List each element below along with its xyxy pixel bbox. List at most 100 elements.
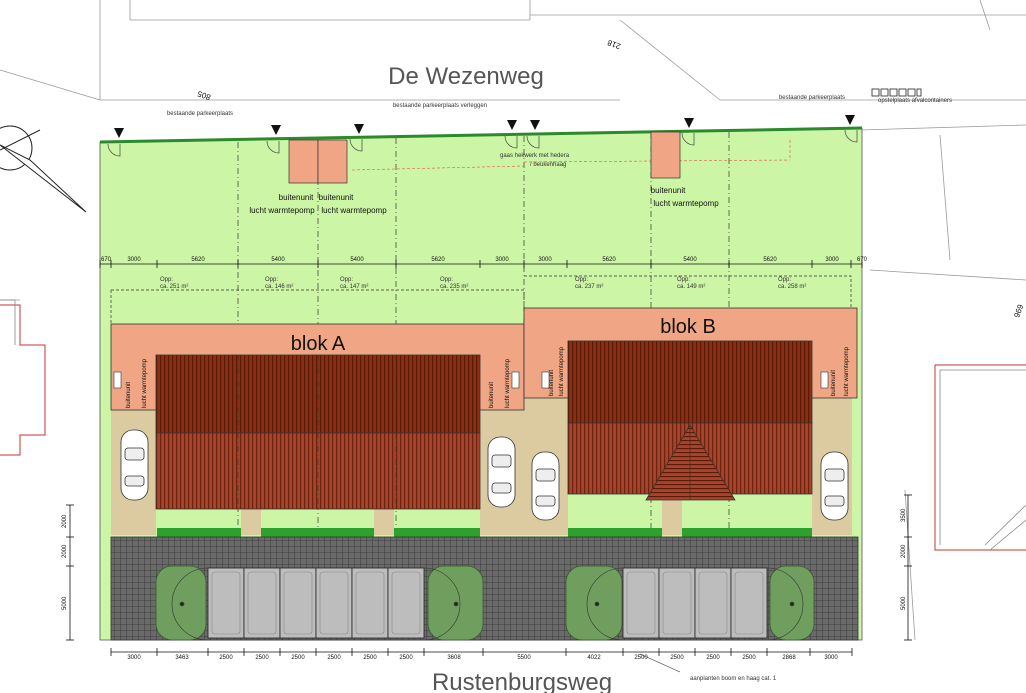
tree-icons [155,565,815,641]
bottom-dim-8: 2500 [399,655,413,661]
bottom-dim-7: 2500 [363,655,377,661]
unit-label-2a: buitenunit [319,193,354,202]
top-dim-9: 5620 [602,257,616,263]
parking-bays [207,567,768,639]
bottom-dim-17: 3000 [824,655,838,661]
vlabel-b-right-2: lucht warmtepomp [844,346,850,396]
top-dim-6: 5620 [431,257,445,263]
bay-inner [211,571,764,635]
parking-note-left: bestaande parkeerplaats [167,111,233,117]
vlabel-b-left-2: lucht warmtepomp [559,346,565,396]
bottom-dim-14: 2500 [706,655,720,661]
vlabel-a-right-2: lucht warmtepomp [505,358,511,408]
house-number-mid: 218 [606,38,622,51]
tree-icon-2 [427,565,484,641]
top-dim-7: 3000 [495,257,509,263]
vlabel-b-right-1: buitenunit [831,370,837,396]
gate-arcs [107,129,858,157]
plot-area-boundaries [110,275,852,324]
house-number-left: 805 [196,89,212,102]
top-dim-1: 670 [101,257,112,263]
hedge-note-2: / beukenhaag [530,162,566,168]
left-dim-3: 5000 [62,596,68,610]
unit-boxes [113,371,829,389]
top-dim-4: 5400 [271,257,285,263]
plot-3-label: Opp: [340,277,353,283]
plot-2-label: Opp: [265,277,278,283]
bottom-dim-9: 3608 [447,655,461,661]
vlabel-b-left-1: buitenunit [549,370,555,396]
block-a-label: blok A [291,333,346,355]
street-name-north: De Wezenweg [388,63,544,90]
top-dim-8: 3000 [538,257,552,263]
unit-label-1b: lucht warmtepomp [249,206,315,215]
plot-6-area: ca. 149 m² [677,284,705,290]
tree-icon-3 [565,565,623,641]
waste-containers-icon [871,88,922,97]
right-dim-3: 5000 [901,596,907,610]
bottom-dim-13: 2500 [670,655,684,661]
tree-icon-4 [769,565,815,641]
plot-4-label: Opp: [440,277,453,283]
neighbour-building-right [934,364,1026,551]
top-dim-12: 3000 [825,257,839,263]
bay-door-arcs [171,567,804,641]
house-number-right: 696 [1012,303,1025,319]
containers-note: opstelplaats afvalcontainers [878,98,952,104]
bottom-dim-4: 2500 [255,655,269,661]
plot-7-area: ca. 258 m² [778,284,806,290]
tree-icon-1 [155,565,207,641]
left-dim-1: 2000 [62,514,68,528]
bottom-dim-11: 4022 [587,655,601,661]
top-dim-13: 670 [857,257,868,263]
vlabel-a-left-2: lucht warmtepomp [142,358,148,408]
vlabel-a-left-1: buitenunit [126,382,132,408]
bottom-dim-15: 2500 [742,655,756,661]
vertical-unit-labels: buitenunit lucht warmtepomp buitenunit l… [126,346,850,408]
unit-label-3b: lucht warmtepomp [653,199,719,208]
plot-2-area: ca. 146 m² [265,284,293,290]
top-dim-2: 3000 [127,257,141,263]
bottom-dim-1: 3000 [127,655,141,661]
top-dim-10: 5400 [683,257,697,263]
car-icon-2 [487,436,516,508]
neighbour-building-left [0,299,46,456]
outdoor-unit-2 [317,139,348,184]
bottom-dim-2: 3463 [175,655,189,661]
left-dim-2: 2000 [62,544,68,558]
top-dimension-labels: 670 3000 5620 5400 5400 5620 3000 3000 5… [101,257,868,263]
north-arrow-icon [0,125,87,213]
unit-label-2b: lucht warmtepomp [321,206,387,215]
top-dim-11: 5620 [763,257,777,263]
bottom-dimension-ticks [110,648,853,656]
parking-note-mid: bestaande parkeerplaats verleggen [393,103,487,109]
left-dimension-ticks [66,504,74,641]
bottom-dim-3: 2500 [219,655,233,661]
car-icons [120,429,849,521]
setback-lines [351,140,791,171]
right-dim-1: 3500 [901,508,907,522]
outdoor-unit-3 [650,131,681,179]
north-hedge [99,126,863,144]
plot-areas: Opp: ca. 251 m² Opp: ca. 146 m² Opp: ca.… [160,277,806,290]
plot-4-area: ca. 235 m² [440,284,468,290]
plot-1-area: ca. 251 m² [160,284,188,290]
car-icon-3 [531,451,560,521]
vlabel-a-right-1: buitenunit [489,382,495,408]
bottom-dimension-labels: 3000 3463 2500 2500 2500 2500 2500 2500 … [127,655,838,661]
unit-label-3a: buitenunit [651,186,686,195]
block-b-label: blok B [660,316,716,338]
bottom-dim-12: 2500 [634,655,648,661]
plot-5-area: ca. 237 m² [575,284,603,290]
top-dim-3: 5620 [191,257,205,263]
hedge-note-1: gaas hekwerk met hedera [500,153,570,159]
planting-leader [639,653,681,673]
top-dimension-ticks [99,260,863,268]
car-icon-1 [120,429,149,501]
top-dim-5: 5400 [350,257,364,263]
block-a-roof-lower [155,432,481,510]
context-lines [0,0,1026,641]
block-b-roof-upper [567,340,813,424]
bottom-dim-16: 2868 [782,655,796,661]
